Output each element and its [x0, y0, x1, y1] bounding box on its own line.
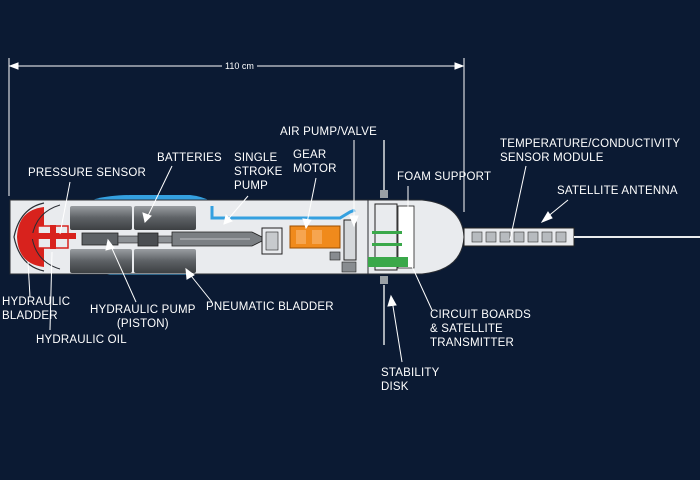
- pneumatic-bladder-label: PNEUMATIC BLADDER: [206, 301, 334, 313]
- circuit-boards-shape: [368, 231, 408, 267]
- air-pump-base: [341, 261, 357, 273]
- hydraulic-pump-label: HYDRAULIC PUMP (PISTON): [90, 304, 196, 330]
- air-pump-fitting: [329, 251, 341, 261]
- battery-pack-bottom: [70, 249, 196, 273]
- satellite-antenna-label: SATELLITE ANTENNA: [557, 185, 678, 197]
- batteries-label: BATTERIES: [157, 152, 222, 164]
- foam-support-label: FOAM SUPPORT: [397, 171, 492, 183]
- stability-disk-label: STABILITY DISK: [381, 367, 440, 393]
- stability-disk-mount: [374, 203, 398, 271]
- dimension-label: 110 cm: [222, 61, 257, 71]
- pump-coupling: [137, 232, 159, 247]
- sensor-module-cells: [471, 231, 567, 243]
- gear-motor-label: GEAR MOTOR: [293, 149, 337, 175]
- temp-cond-module-label: TEMPERATURE/CONDUCTIVITY SENSOR MODULE: [500, 138, 681, 164]
- foam-support-shape: [397, 205, 415, 269]
- circuit-boards-label: CIRCUIT BOARDS & SATELLITE TRANSMITTER: [430, 309, 531, 349]
- hydraulic-oil-port: [50, 225, 56, 249]
- air-pump-valve-label: AIR PUMP/VALVE: [280, 126, 377, 138]
- air-line: [210, 206, 356, 220]
- motor-bracket-inner: [265, 231, 279, 251]
- single-stroke-pump-label: SINGLE STROKE PUMP: [234, 152, 283, 192]
- bladder-housing: [13, 202, 45, 272]
- leader-lines: [27, 140, 569, 363]
- hydraulic-oil-label: HYDRAULIC OIL: [36, 334, 127, 346]
- air-pump-housing: [343, 219, 357, 261]
- hydraulic-bladder-label: HYDRAULIC BLADDER: [2, 296, 71, 322]
- hydraulic-pump-piston: [81, 232, 119, 246]
- pressure-sensor-label: PRESSURE SENSOR: [28, 167, 147, 179]
